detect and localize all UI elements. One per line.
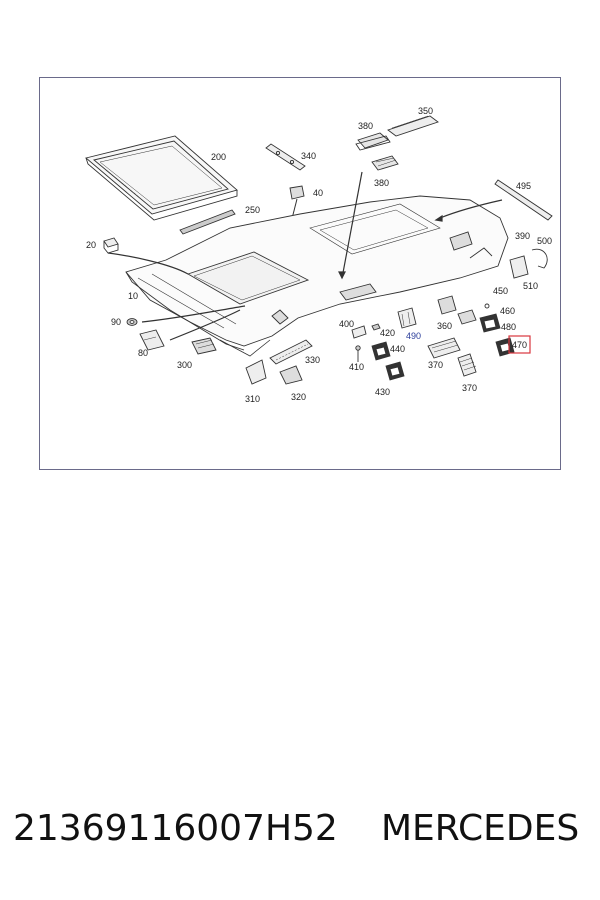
console-part-350-380 — [355, 115, 439, 171]
block-part-20 — [103, 237, 119, 254]
right-cluster-parts — [437, 295, 515, 357]
part-label-430: 430 — [375, 387, 390, 397]
vent-parts-370 — [427, 309, 477, 377]
middle-clip-parts — [351, 307, 417, 339]
part-label-310: 310 — [245, 394, 260, 404]
part-label-370b: 370 — [462, 383, 477, 393]
part-label-250: 250 — [245, 205, 260, 215]
part-label-390: 390 — [515, 231, 530, 241]
part-label-470: 470 — [512, 340, 527, 350]
trim-strip-part-340 — [265, 143, 306, 171]
part-labels: 200 340 380 350 380 40 495 250 390 500 20 510 10 450 4… — [86, 106, 552, 404]
part-label-80: 80 — [138, 348, 148, 358]
headliner-exploded-diagram: 200 340 380 350 380 40 495 250 390 500 20 510 10 450 4… — [85, 106, 553, 404]
part-label-460: 460 — [500, 306, 515, 316]
part-label-200: 200 — [211, 152, 226, 162]
part-label-90: 90 — [111, 317, 121, 327]
part-label-510: 510 — [523, 281, 538, 291]
part-label-500: 500 — [537, 236, 552, 246]
part-label-440: 440 — [390, 344, 405, 354]
part-label-300: 300 — [177, 360, 192, 370]
part-label-495: 495 — [516, 181, 531, 191]
left-lower-parts — [126, 318, 217, 355]
seal-strip-part-250 — [179, 209, 236, 235]
sunroof-panel-part — [85, 135, 238, 221]
part-label-420: 420 — [380, 328, 395, 338]
highlight-box-470 — [508, 335, 531, 354]
part-label-20: 20 — [86, 240, 96, 250]
trim-strip-part-495 — [494, 179, 553, 221]
headliner-main-part — [125, 195, 509, 357]
part-label-40: 40 — [313, 188, 323, 198]
part-label-450: 450 — [493, 286, 508, 296]
part-label-400: 400 — [339, 319, 354, 329]
part-label-320: 320 — [291, 392, 306, 402]
pillar-trim-parts — [245, 339, 313, 385]
lower-clip-parts — [355, 341, 405, 381]
leader-lines — [107, 171, 503, 341]
part-label-10: 10 — [128, 291, 138, 301]
part-number: 21369116007H52 — [13, 808, 338, 849]
part-label-330: 330 — [305, 355, 320, 365]
bracket-part-500-510 — [509, 248, 548, 279]
part-label-380b: 380 — [374, 178, 389, 188]
part-label-410: 410 — [349, 362, 364, 372]
part-label-480: 480 — [501, 322, 516, 332]
part-label-370a: 370 — [428, 360, 443, 370]
brand-name: MERCEDES — [381, 808, 580, 849]
part-label-350: 350 — [418, 106, 433, 116]
part-label-340: 340 — [301, 151, 316, 161]
part-label-360: 360 — [437, 321, 452, 331]
parts-diagram-frame: 200 340 380 350 380 40 495 250 390 500 20 510 10 450 4… — [39, 77, 561, 470]
part-label-380a: 380 — [358, 121, 373, 131]
part-label-490: 490 — [406, 331, 421, 341]
caption-bar: 21369116007H52 MERCEDES — [0, 808, 600, 858]
